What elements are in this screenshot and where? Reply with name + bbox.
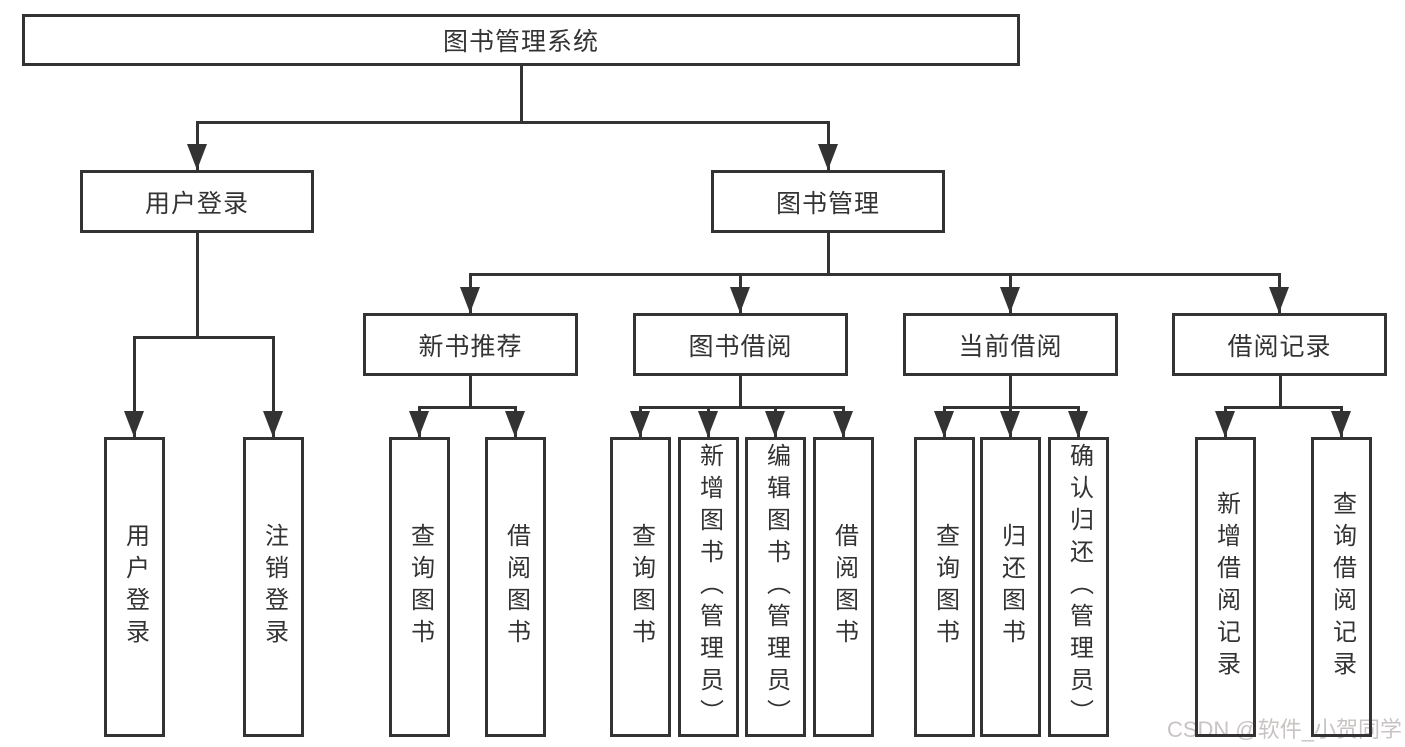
connector-newbook-hbar (418, 406, 516, 409)
arrowhead-down-icon (730, 287, 750, 313)
connector-bookmgmt-hbar (469, 273, 1281, 276)
arrowhead-down-icon (409, 411, 429, 437)
arrowhead-down-icon (1215, 411, 1235, 437)
arrowhead-down-icon (630, 411, 650, 437)
node-current-borrow: 当前借阅 (903, 313, 1118, 376)
arrowhead-down-icon (1068, 411, 1088, 437)
arrowhead-down-icon (1269, 287, 1289, 313)
connector-root-hbar (196, 121, 830, 124)
node-new-book-recommend: 新书推荐 (363, 313, 578, 376)
arrowhead-down-icon (124, 411, 144, 437)
leaf-return-book: 归还图书 (980, 437, 1041, 737)
leaf-query-books-1: 查询图书 (389, 437, 450, 737)
leaf-borrow-books-1: 借阅图书 (485, 437, 546, 737)
arrowhead-down-icon (1331, 411, 1351, 437)
arrowhead-down-icon (765, 411, 785, 437)
node-book-management: 图书管理 (711, 170, 945, 233)
leaf-add-book-admin: 新增图书（管理员） (678, 437, 739, 737)
arrowhead-down-icon (698, 411, 718, 437)
connector-bookborrow-stub (739, 375, 742, 406)
arrowhead-down-icon (263, 411, 283, 437)
connector-newbook-stub (469, 375, 472, 406)
arrowhead-down-icon (818, 144, 838, 170)
connector-records-hbar (1224, 406, 1342, 409)
arrowhead-down-icon (934, 411, 954, 437)
arrowhead-down-icon (505, 411, 525, 437)
connector-userlogin-hbar (133, 336, 275, 339)
node-book-borrow: 图书借阅 (633, 313, 848, 376)
leaf-edit-book-admin: 编辑图书（管理员） (745, 437, 806, 737)
arrowhead-down-icon (187, 144, 207, 170)
connector-root-stub (520, 65, 523, 121)
leaf-logout: 注销登录 (243, 437, 304, 737)
arrowhead-down-icon (833, 411, 853, 437)
arrowhead-down-icon (1000, 287, 1020, 313)
node-user-login: 用户登录 (80, 170, 314, 233)
connector-bookborrow-hbar (639, 406, 845, 409)
node-borrow-records: 借阅记录 (1172, 313, 1387, 376)
connector-currentborrow-stub (1009, 375, 1012, 406)
connector-drop (133, 336, 136, 437)
csdn-watermark: CSDN @软件_小贺同学 (1166, 717, 1402, 742)
leaf-query-books-3: 查询图书 (914, 437, 975, 737)
leaf-confirm-return-admin: 确认归还（管理员） (1048, 437, 1109, 737)
leaf-query-books-2: 查询图书 (610, 437, 671, 737)
connector-userlogin-stub (196, 233, 199, 336)
leaf-user-login: 用户登录 (104, 437, 165, 737)
node-root-system: 图书管理系统 (22, 14, 1020, 66)
leaf-query-borrow-record: 查询借阅记录 (1311, 437, 1372, 737)
leaf-add-borrow-record: 新增借阅记录 (1195, 437, 1256, 737)
connector-records-stub (1279, 375, 1282, 406)
arrowhead-down-icon (1000, 411, 1020, 437)
arrowhead-down-icon (460, 287, 480, 313)
leaf-borrow-books-2: 借阅图书 (813, 437, 874, 737)
connector-drop (272, 336, 275, 437)
connector-bookmgmt-stub (827, 233, 830, 273)
